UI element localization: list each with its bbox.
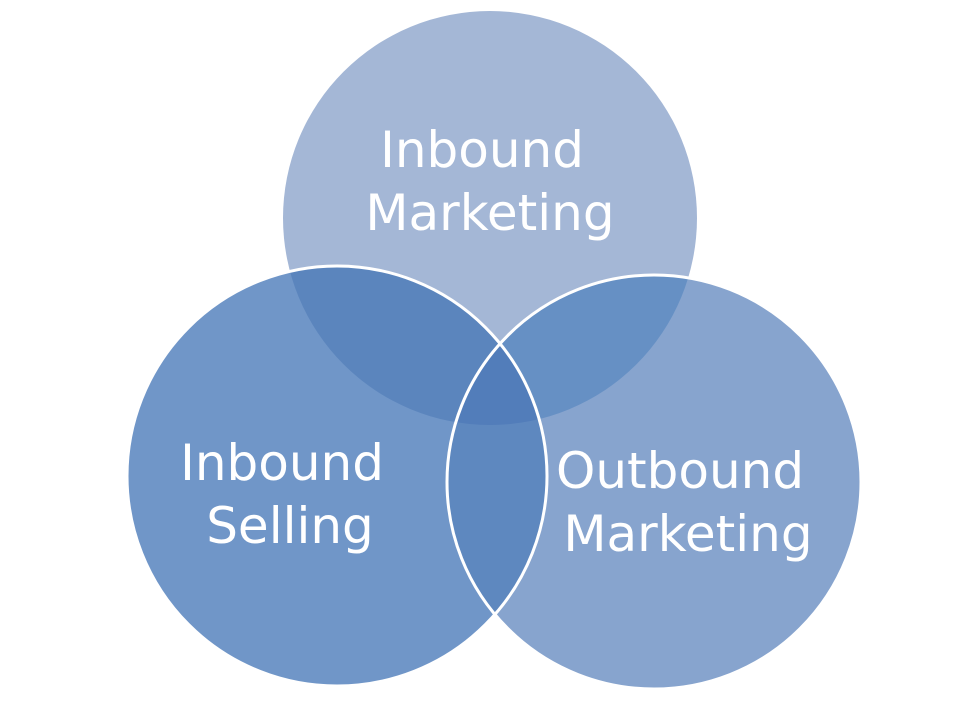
label-inbound-selling-line1: Inbound: [180, 434, 384, 492]
label-inbound-marketing-line2: Marketing: [365, 184, 614, 242]
label-inbound-marketing: Inbound Marketing: [365, 121, 614, 242]
overlap-inbound-marketing-outbound-marketing: [447, 275, 697, 425]
label-inbound-marketing-line1: Inbound: [380, 121, 584, 179]
label-inbound-selling: Inbound Selling: [180, 434, 400, 555]
label-inbound-selling-line2: Selling: [206, 497, 374, 555]
label-outbound-marketing: Outbound Marketing: [556, 442, 820, 563]
overlap-inbound-marketing-inbound-selling: [283, 266, 547, 425]
label-outbound-marketing-line1: Outbound: [556, 442, 804, 500]
outline-inbound-selling: [125, 264, 549, 688]
label-outbound-marketing-line2: Marketing: [563, 505, 812, 563]
outline-outbound-marketing: [445, 273, 863, 691]
